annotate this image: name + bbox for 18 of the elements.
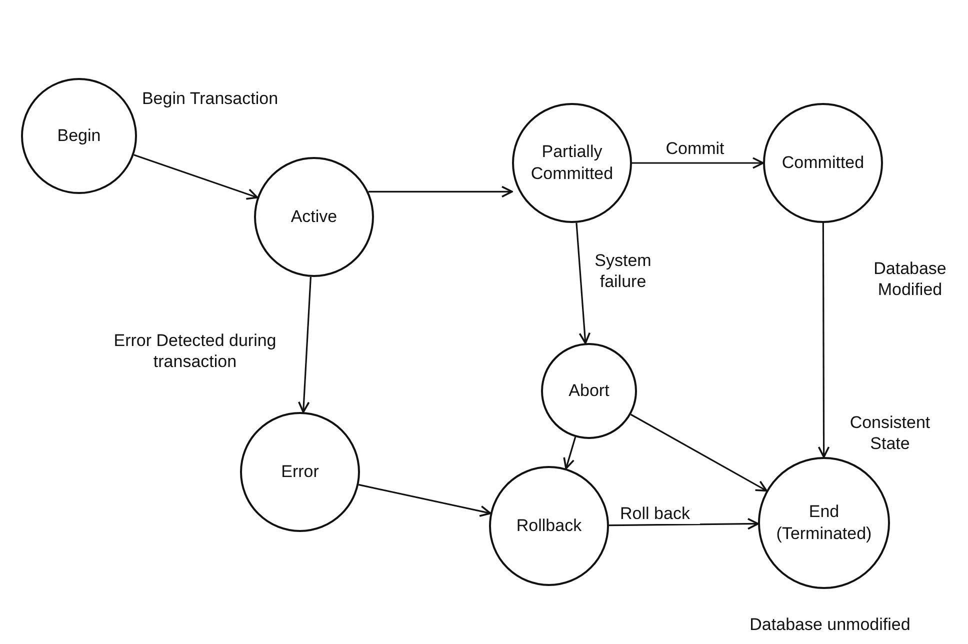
state-label: Active bbox=[290, 206, 338, 228]
transition-arrow bbox=[298, 276, 312, 413]
transition-arrow bbox=[608, 518, 759, 530]
transition-arrow bbox=[368, 186, 513, 198]
state-label: Abort bbox=[568, 380, 610, 402]
state-label: Rollback bbox=[515, 514, 583, 537]
transition-arrow bbox=[563, 436, 576, 470]
state-label: End (Terminated) bbox=[775, 500, 873, 545]
state-label: Committed bbox=[780, 152, 866, 174]
transition-arrow bbox=[632, 157, 764, 169]
transition-arrow bbox=[134, 154, 258, 200]
transition-arrow bbox=[358, 484, 492, 517]
transition-arrow bbox=[576, 222, 591, 344]
transition-arrow bbox=[630, 414, 768, 492]
transition-arrow bbox=[818, 223, 830, 458]
state-label: Partially Committed bbox=[530, 140, 614, 185]
state-label: Error bbox=[280, 460, 320, 483]
state-label: Begin bbox=[56, 124, 102, 147]
